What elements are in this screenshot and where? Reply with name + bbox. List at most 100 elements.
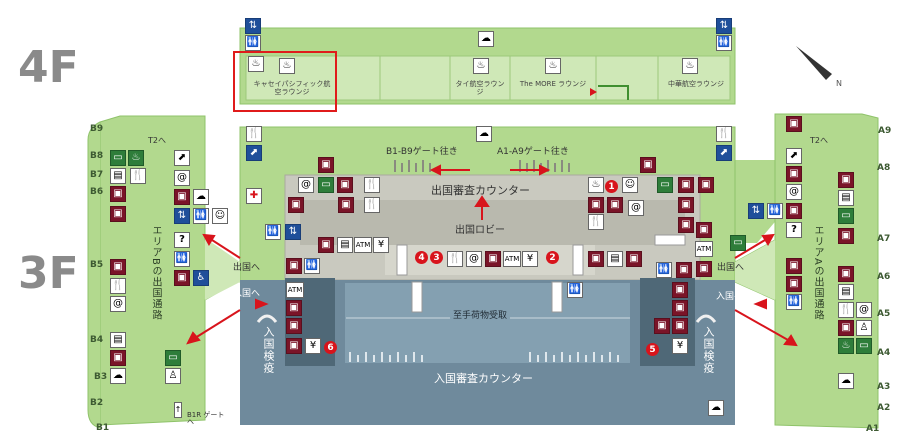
smoking-room-icon[interactable]: ☁ bbox=[478, 31, 494, 47]
restaurant-icon[interactable]: 🍴 bbox=[364, 177, 380, 193]
toilet-icon[interactable]: 🚻 bbox=[245, 35, 261, 51]
lounge-icon[interactable]: ♨ bbox=[473, 58, 489, 74]
internet-icon[interactable]: @ bbox=[110, 296, 126, 312]
escalator-icon[interactable]: ↑ bbox=[174, 402, 182, 418]
shop-icon[interactable]: ▣ bbox=[678, 217, 694, 233]
lounge-icon[interactable]: ♨ bbox=[682, 58, 698, 74]
internet-icon[interactable]: @ bbox=[856, 302, 872, 318]
shop-icon[interactable]: ▣ bbox=[838, 320, 854, 336]
shop-icon[interactable]: ▣ bbox=[676, 262, 692, 278]
gate-b2[interactable]: B2 bbox=[90, 398, 104, 408]
shop-icon[interactable]: ▣ bbox=[678, 197, 694, 213]
internet-icon[interactable]: @ bbox=[786, 184, 802, 200]
information-icon[interactable]: ▤ bbox=[337, 237, 353, 253]
elevator-icon[interactable]: ⇅ bbox=[748, 203, 764, 219]
shop-icon[interactable]: ▣ bbox=[626, 251, 642, 267]
shop-icon[interactable]: ▣ bbox=[588, 251, 604, 267]
escalator-icon[interactable]: ⬈ bbox=[174, 150, 190, 166]
toilet-icon[interactable]: 🚻 bbox=[767, 203, 783, 219]
shop-icon[interactable]: ▣ bbox=[786, 203, 802, 219]
restaurant-icon[interactable]: 🍴 bbox=[716, 126, 732, 142]
marker-5[interactable]: 5 bbox=[646, 343, 659, 356]
shop-icon[interactable]: ▣ bbox=[318, 237, 334, 253]
atm-icon[interactable]: ATM bbox=[503, 251, 521, 267]
information-icon[interactable]: ▤ bbox=[607, 251, 623, 267]
shop-icon[interactable]: ▣ bbox=[110, 259, 126, 275]
marker-1[interactable]: 1 bbox=[605, 180, 618, 193]
information-icon[interactable]: ▤ bbox=[838, 284, 854, 300]
atm-icon[interactable]: ATM bbox=[695, 241, 713, 257]
marker-3[interactable]: 3 bbox=[430, 251, 443, 264]
smoking-room-icon[interactable]: ☁ bbox=[110, 368, 126, 384]
shop-icon[interactable]: ▣ bbox=[786, 276, 802, 292]
shop-icon[interactable]: ▣ bbox=[654, 318, 670, 334]
gate-b4[interactable]: B4 bbox=[90, 335, 104, 345]
lounge-icon[interactable]: ♨ bbox=[279, 58, 295, 74]
currency-exchange-icon[interactable]: ¥ bbox=[305, 338, 321, 354]
restaurant-icon[interactable]: 🍴 bbox=[110, 278, 126, 294]
restaurant-icon[interactable]: 🍴 bbox=[588, 214, 604, 230]
gate-a1[interactable]: A1 bbox=[866, 424, 880, 434]
gate-a2[interactable]: A2 bbox=[877, 403, 891, 413]
smoking-room-icon[interactable]: ☁ bbox=[838, 373, 854, 389]
shop-icon[interactable]: ▣ bbox=[678, 177, 694, 193]
shop-icon[interactable]: ▣ bbox=[672, 318, 688, 334]
information-icon[interactable]: ▤ bbox=[838, 190, 854, 206]
shop-icon[interactable]: ▣ bbox=[286, 258, 302, 274]
marker-2[interactable]: 2 bbox=[546, 251, 559, 264]
gate-b8[interactable]: B8 bbox=[90, 151, 104, 161]
gate-a5[interactable]: A5 bbox=[877, 309, 891, 319]
lounge-cathay[interactable]: キャセイパシフィック航空ラウンジ bbox=[253, 80, 331, 97]
information-icon[interactable]: ▤ bbox=[110, 332, 126, 348]
lounge-icon[interactable]: ♨ bbox=[248, 56, 264, 72]
shop-icon[interactable]: ▣ bbox=[786, 116, 802, 132]
restaurant-icon[interactable]: 🍴 bbox=[246, 126, 262, 142]
atm-icon[interactable]: ATM bbox=[354, 237, 372, 253]
lounge-icon[interactable]: ♨ bbox=[838, 338, 854, 354]
toilet-icon[interactable]: 🚻 bbox=[304, 258, 320, 274]
shop-icon[interactable]: ▣ bbox=[338, 197, 354, 213]
gate-a4[interactable]: A4 bbox=[877, 348, 891, 358]
nursing-icon[interactable]: ☺ bbox=[622, 177, 638, 193]
shop-icon[interactable]: ▣ bbox=[786, 166, 802, 182]
toilet-icon[interactable]: 🚻 bbox=[193, 208, 209, 224]
smoking-room-icon[interactable]: ☁ bbox=[193, 189, 209, 205]
toilet-icon[interactable]: 🚻 bbox=[567, 282, 583, 298]
shop-icon[interactable]: ▣ bbox=[672, 282, 688, 298]
lounge-icon[interactable]: ▭ bbox=[657, 177, 673, 193]
lounge-icon[interactable]: ▭ bbox=[165, 350, 181, 366]
internet-icon[interactable]: @ bbox=[466, 251, 482, 267]
shop-icon[interactable]: ▣ bbox=[110, 206, 126, 222]
lounge-icon[interactable]: ▭ bbox=[110, 150, 126, 166]
shop-icon[interactable]: ▣ bbox=[174, 189, 190, 205]
shop-icon[interactable]: ▣ bbox=[696, 222, 712, 238]
restaurant-icon[interactable]: 🍴 bbox=[130, 168, 146, 184]
toilet-icon[interactable]: 🚻 bbox=[716, 35, 732, 51]
medical-icon[interactable]: ✚ bbox=[246, 188, 262, 204]
shop-icon[interactable]: ▣ bbox=[607, 197, 623, 213]
lounge-icon[interactable]: ▭ bbox=[730, 235, 746, 251]
elevator-icon[interactable]: ⇅ bbox=[245, 18, 261, 34]
toilet-icon[interactable]: 🚻 bbox=[786, 294, 802, 310]
shop-icon[interactable]: ▣ bbox=[640, 157, 656, 173]
gate-b3[interactable]: B3 bbox=[94, 372, 108, 382]
gate-b9[interactable]: B9 bbox=[90, 124, 104, 134]
lounge-icon[interactable]: ♨ bbox=[545, 58, 561, 74]
shop-icon[interactable]: ▣ bbox=[286, 338, 302, 354]
escalator-icon[interactable]: ⬈ bbox=[246, 145, 262, 161]
shop-icon[interactable]: ▣ bbox=[786, 258, 802, 274]
information-icon[interactable]: ? bbox=[786, 222, 802, 238]
gate-b7[interactable]: B7 bbox=[90, 170, 104, 180]
shop-icon[interactable]: ▣ bbox=[318, 157, 334, 173]
escalator-icon[interactable]: ⬈ bbox=[716, 145, 732, 161]
information-icon[interactable]: ? bbox=[174, 232, 190, 248]
elevator-icon[interactable]: ⇅ bbox=[716, 18, 732, 34]
shop-icon[interactable]: ▣ bbox=[485, 251, 501, 267]
currency-exchange-icon[interactable]: ¥ bbox=[672, 338, 688, 354]
lounge-china-airlines[interactable]: 中華航空ラウンジ bbox=[668, 80, 724, 88]
shop-icon[interactable]: ▣ bbox=[286, 300, 302, 316]
gate-a7[interactable]: A7 bbox=[877, 234, 891, 244]
toilet-icon[interactable]: 🚻 bbox=[265, 224, 281, 240]
toilet-icon[interactable]: 🚻 bbox=[174, 251, 190, 267]
elevator-icon[interactable]: ⇅ bbox=[174, 208, 190, 224]
